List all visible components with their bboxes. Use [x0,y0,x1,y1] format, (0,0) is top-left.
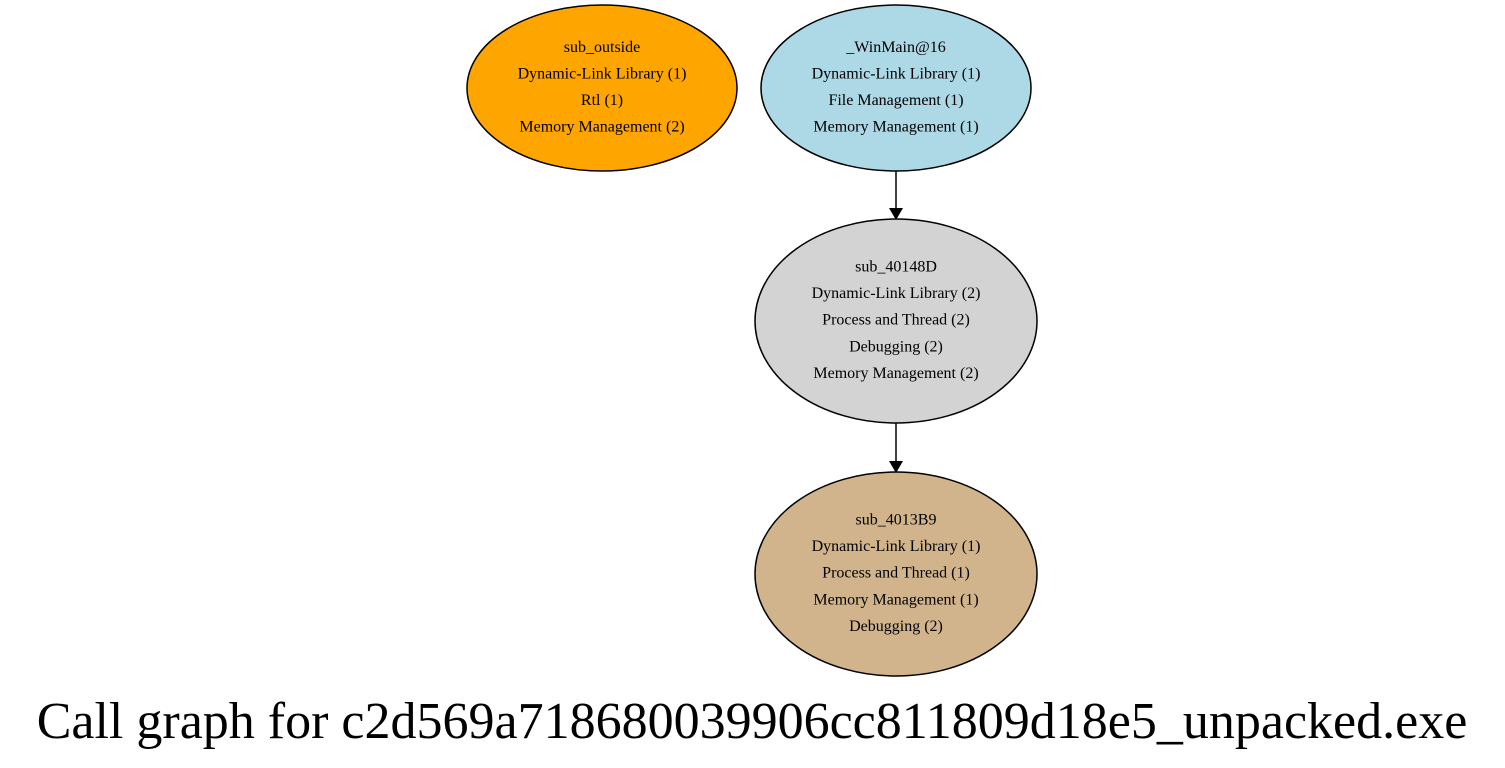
node-category-line: Dynamic-Link Library (2) [812,285,981,302]
node-title: sub_outside [564,39,640,56]
node-category-line: Dynamic-Link Library (1) [518,65,687,82]
node-category-line: Rtl (1) [581,92,623,109]
node-category-line: Memory Management (2) [519,119,684,136]
node-category-line: Dynamic-Link Library (1) [812,538,981,555]
node-category-line: Debugging (2) [849,338,943,355]
node-shape [754,218,1038,424]
node-title: sub_40148D [855,258,937,275]
node-shape [754,471,1038,677]
node-category-line: Debugging (2) [849,618,943,635]
graph-title: Call graph for c2d569a718680039906cc8118… [37,693,1468,750]
node-category-line: Memory Management (2) [813,365,978,382]
node-sub_40148D: sub_40148D Dynamic-Link Library (2) Proces… [754,218,1038,424]
node-title: sub_4013B9 [856,511,937,528]
node-shape [466,4,738,172]
node-title: _WinMain@16 [845,39,945,56]
node-shape [760,4,1032,172]
node-category-line: Process and Thread (1) [822,565,970,582]
node-category-line: Memory Management (1) [813,591,978,608]
node-category-line: Dynamic-Link Library (1) [812,65,981,82]
node-category-line: Process and Thread (2) [822,312,970,329]
node-category-line: File Management (1) [828,92,963,109]
node-category-line: Memory Management (1) [813,119,978,136]
